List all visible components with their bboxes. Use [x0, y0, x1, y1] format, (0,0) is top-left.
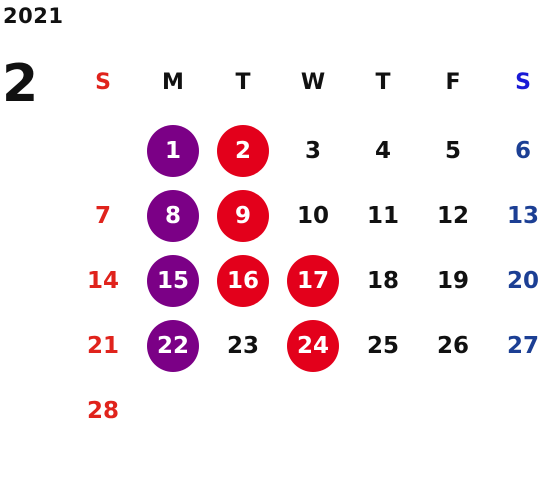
day-cell-marked-red: 2: [217, 125, 269, 177]
day-cell: 26: [436, 333, 469, 359]
day-cell-marked-purple: 15: [147, 255, 199, 307]
day-cell-marked-red: 9: [217, 190, 269, 242]
day-cell-marked-red: 17: [287, 255, 339, 307]
day-cell: 7: [94, 203, 111, 229]
weekday-header: F: [445, 69, 461, 95]
weekday-header: T: [235, 69, 251, 95]
day-cell: 12: [436, 203, 469, 229]
day-cell: 27: [506, 333, 539, 359]
weekday-header: T: [375, 69, 391, 95]
day-cell: 6: [514, 138, 531, 164]
month-number: 2: [2, 54, 39, 114]
day-cell-marked-purple: 1: [147, 125, 199, 177]
weekday-header: M: [162, 69, 184, 95]
weekday-header: W: [300, 69, 326, 95]
day-cell: 5: [444, 138, 461, 164]
day-cell: 21: [86, 333, 119, 359]
day-cell: 11: [366, 203, 399, 229]
year-label: 2021: [3, 4, 64, 28]
day-cell: 20: [506, 268, 539, 294]
weekday-header: S: [515, 69, 531, 95]
day-cell-marked-purple: 22: [147, 320, 199, 372]
day-cell-marked-red: 24: [287, 320, 339, 372]
day-cell: 19: [436, 268, 469, 294]
day-cell: 10: [296, 203, 329, 229]
day-cell: 23: [226, 333, 259, 359]
day-cell-marked-purple: 8: [147, 190, 199, 242]
day-cell: 3: [304, 138, 321, 164]
day-cell: 14: [86, 268, 119, 294]
day-cell: 13: [506, 203, 539, 229]
day-cell: 4: [374, 138, 391, 164]
day-cell: 18: [366, 268, 399, 294]
weekday-header: S: [95, 69, 111, 95]
day-cell: 28: [86, 398, 119, 424]
day-cell-marked-red: 16: [217, 255, 269, 307]
day-cell: 25: [366, 333, 399, 359]
